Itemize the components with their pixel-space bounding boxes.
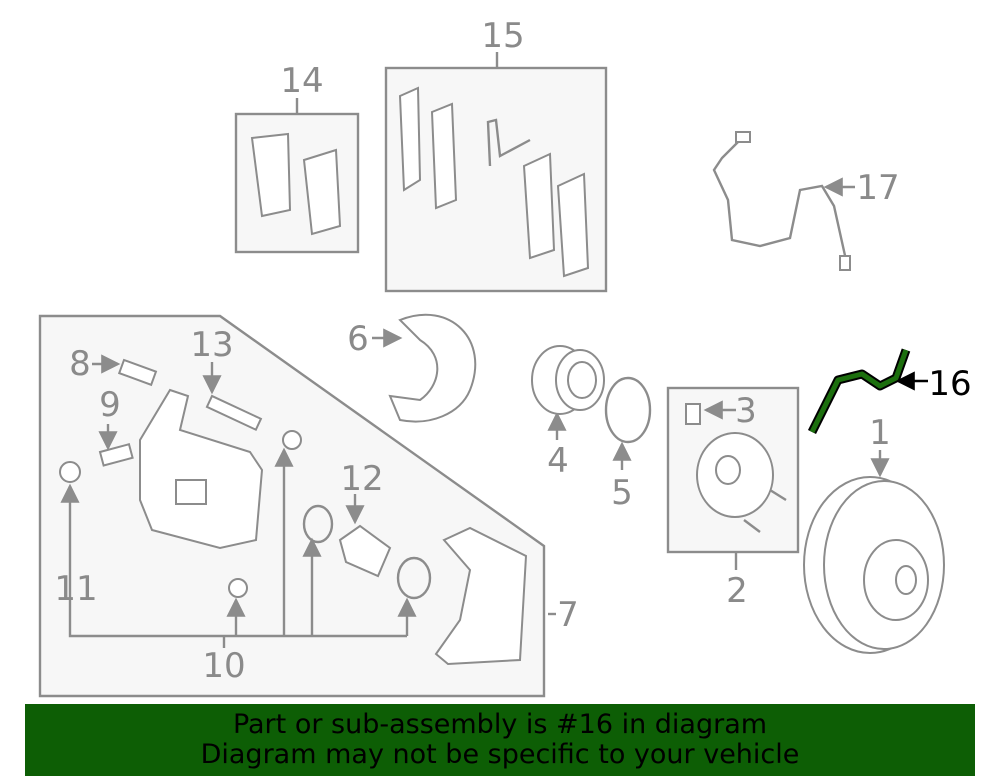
callout-11: 11	[54, 569, 97, 609]
callout-6: 6	[347, 319, 369, 359]
callout-1: 1	[869, 413, 891, 453]
callout-10: 10	[202, 646, 245, 686]
banner-line-2: Diagram may not be specific to your vehi…	[200, 739, 800, 770]
callout-9: 9	[99, 385, 121, 425]
abs-sensor-harness	[712, 131, 851, 271]
banner-line-1: Part or sub-assembly is #16 in diagram	[232, 709, 768, 740]
hub-assembly	[685, 403, 787, 533]
pad-box-14	[234, 112, 360, 254]
info-banner: Part or sub-assembly is #16 in diagram D…	[25, 704, 975, 776]
callout-4: 4	[547, 441, 569, 481]
callout-8: 8	[69, 344, 91, 384]
callout-5: 5	[611, 473, 633, 513]
wheel-bearing	[531, 345, 605, 415]
brake-pads	[250, 132, 342, 236]
callout-15: 15	[481, 16, 524, 56]
callout-12: 12	[340, 459, 383, 499]
callout-3: 3	[735, 391, 757, 431]
caliper-parts	[59, 358, 528, 666]
brake-hose-16	[807, 348, 911, 435]
snap-ring	[604, 376, 652, 444]
callout-13: 13	[190, 325, 233, 365]
callout-16-highlighted: 16	[928, 364, 971, 404]
callout-7: 7	[557, 595, 579, 635]
callout-14: 14	[280, 61, 323, 101]
callout-2: 2	[726, 571, 748, 611]
dust-shield	[388, 313, 477, 423]
callout-labels: 1 2 3 4 5 6 7 8 9 10 11 12 13 14 15 16 1…	[54, 16, 971, 686]
leader-lines	[60, 52, 928, 648]
callout-17: 17	[856, 168, 899, 208]
brake-rotor	[803, 476, 945, 654]
pad-hardware	[398, 86, 590, 278]
